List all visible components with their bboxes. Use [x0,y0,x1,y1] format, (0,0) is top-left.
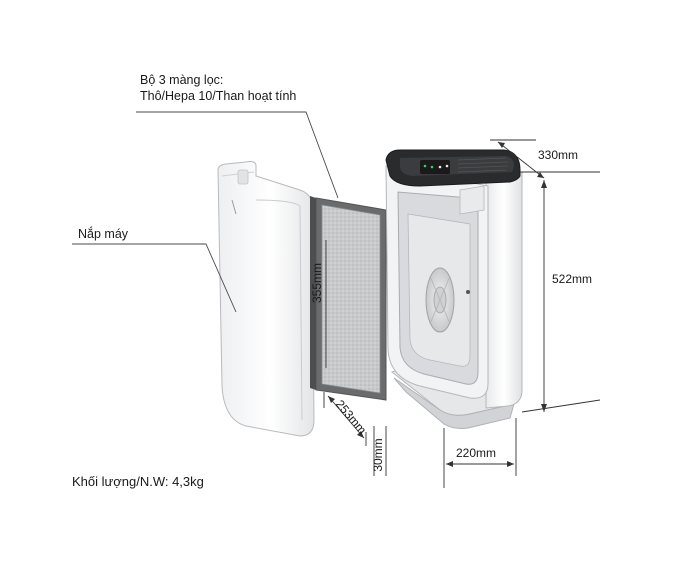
leader-lines [72,111,339,313]
width-dimension-label: 220mm [456,446,497,460]
filter-set-label: Bộ 3 màng lọc: Thô/Hepa 10/Than hoạt tín… [140,72,296,104]
height-dimension-label: 522mm [552,272,593,286]
depth-dimension-label: 330mm [538,148,579,162]
filter-set-leader [136,111,339,199]
dimension-arrows [328,142,547,467]
purifier-unit [385,149,523,429]
cover-label: Nắp máy [78,227,129,241]
cover-panel [217,161,315,437]
filter-height-dimension-label: 355mm [310,263,324,304]
filter-set-label-line2: Thô/Hepa 10/Than hoạt tính [140,89,297,103]
cover-leader [72,243,237,313]
filter-thickness-dimension-label: 30mm [371,438,385,472]
filter-panel [310,196,387,401]
filter-set-label-line1: Bộ 3 màng lọc: [140,73,224,87]
dimension-lines [323,139,601,488]
weight-label: Khối lượng/N.W: 4,3kg [72,474,204,489]
